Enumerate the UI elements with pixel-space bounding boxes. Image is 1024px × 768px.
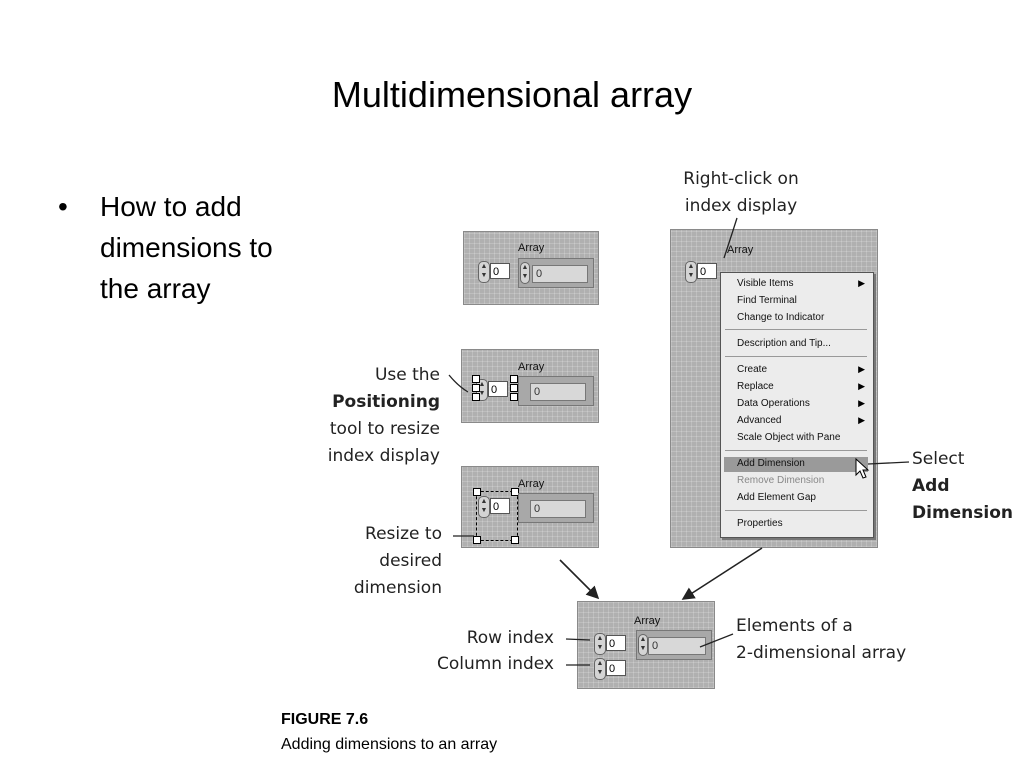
slide-title: Multidimensional array bbox=[331, 74, 693, 115]
array-panel-3: Array ▲▼ 0 0 bbox=[461, 466, 599, 548]
annotation-select-add-dimension: Select Add Dimension bbox=[912, 446, 1013, 527]
menu-separator bbox=[725, 510, 867, 511]
array-label: Array bbox=[518, 361, 545, 373]
menu-item-add-element-gap[interactable]: Add Element Gap bbox=[737, 492, 816, 503]
submenu-arrow-icon: ▶ bbox=[858, 381, 865, 391]
annotation-line: Positioning bbox=[332, 392, 440, 412]
array-element[interactable]: 0 bbox=[530, 500, 586, 518]
index-spinner[interactable]: ▲▼ bbox=[478, 261, 490, 283]
resize-handle[interactable] bbox=[510, 384, 518, 392]
annotation-row-index: Row index bbox=[466, 628, 554, 648]
column-index-spinner[interactable]: ▲▼ bbox=[594, 658, 606, 680]
annotation-line: Use the bbox=[374, 365, 440, 385]
leader-line bbox=[565, 638, 591, 641]
menu-highlight bbox=[724, 457, 868, 472]
index-display[interactable]: 0 bbox=[490, 498, 510, 514]
menu-item-description-and-tip[interactable]: Description and Tip... bbox=[737, 338, 831, 349]
menu-separator bbox=[725, 356, 867, 357]
selection-box bbox=[476, 491, 518, 541]
annotation-line: tool to resize bbox=[329, 419, 440, 439]
resize-handle[interactable] bbox=[472, 393, 480, 401]
resize-handle[interactable] bbox=[510, 393, 518, 401]
figure-caption: Adding dimensions to an array bbox=[281, 736, 498, 753]
index-spinner[interactable]: ▲▼ bbox=[478, 496, 490, 518]
array-label: Array bbox=[634, 615, 661, 627]
array-element[interactable]: 0 bbox=[530, 383, 586, 401]
menu-item-data-operations[interactable]: Data Operations bbox=[737, 398, 810, 409]
resize-handle[interactable] bbox=[511, 536, 519, 544]
resize-handle[interactable] bbox=[472, 384, 480, 392]
leader-line bbox=[867, 461, 910, 465]
index-spinner[interactable]: ▲▼ bbox=[685, 261, 697, 283]
menu-item-properties[interactable]: Properties bbox=[737, 518, 783, 529]
menu-item-remove-dimension: Remove Dimension bbox=[737, 475, 825, 486]
annotation-line: index display bbox=[684, 196, 798, 216]
submenu-arrow-icon: ▶ bbox=[858, 278, 865, 288]
menu-item-advanced[interactable]: Advanced bbox=[737, 415, 782, 426]
array-label: Array bbox=[518, 478, 545, 490]
resize-handle[interactable] bbox=[473, 536, 481, 544]
menu-item-scale-object-with-pane[interactable]: Scale Object with Pane bbox=[737, 432, 841, 443]
menu-item-replace[interactable]: Replace bbox=[737, 381, 774, 392]
leader-line bbox=[448, 374, 469, 393]
submenu-arrow-icon: ▶ bbox=[858, 398, 865, 408]
menu-item-change-to-indicator[interactable]: Change to Indicator bbox=[737, 312, 825, 323]
annotation-line: Add bbox=[912, 476, 950, 496]
element-spinner[interactable]: ▲▼ bbox=[638, 634, 648, 656]
resize-handle[interactable] bbox=[472, 375, 480, 383]
annotation-line: Resize to bbox=[365, 524, 442, 544]
flow-arrow bbox=[681, 547, 763, 600]
array-element[interactable]: 0 bbox=[532, 265, 588, 283]
annotation-resize: Resize to desired dimension bbox=[300, 521, 442, 602]
menu-item-visible-items[interactable]: Visible Items bbox=[737, 278, 794, 289]
context-menu: Visible Items ▶ Find Terminal Change to I… bbox=[720, 272, 874, 538]
annotation-line: Elements of a bbox=[736, 616, 853, 636]
annotation-line: 2-dimensional array bbox=[736, 643, 907, 663]
menu-separator bbox=[725, 329, 867, 330]
row-index-display[interactable]: 0 bbox=[606, 635, 626, 651]
submenu-arrow-icon: ▶ bbox=[858, 364, 865, 374]
mouse-pointer-icon bbox=[855, 458, 870, 479]
leader-line bbox=[723, 217, 738, 259]
index-display[interactable]: 0 bbox=[697, 263, 717, 279]
array-element[interactable]: 0 bbox=[648, 637, 706, 655]
flow-arrow bbox=[559, 559, 600, 600]
annotation-line: index display bbox=[327, 446, 440, 466]
bullet-dot: • bbox=[58, 191, 68, 222]
index-display[interactable]: 0 bbox=[488, 381, 508, 397]
column-index-display[interactable]: 0 bbox=[606, 660, 626, 676]
leader-line bbox=[699, 633, 734, 648]
submenu-arrow-icon: ▶ bbox=[858, 415, 865, 425]
array-panel-result: Array ▲▼ 0 ▲▼ 0 ▲▼ 0 bbox=[577, 601, 715, 689]
element-spinner[interactable]: ▲▼ bbox=[520, 262, 530, 284]
resize-handle[interactable] bbox=[511, 488, 519, 496]
menu-item-create[interactable]: Create bbox=[737, 364, 768, 375]
bullet-text: How to add dimensions to the array bbox=[100, 191, 273, 304]
row-index-spinner[interactable]: ▲▼ bbox=[594, 633, 606, 655]
annotation-line: desired bbox=[379, 551, 442, 571]
annotation-line: Select bbox=[912, 449, 965, 469]
menu-item-add-dimension[interactable]: Add Dimension bbox=[737, 458, 805, 469]
figure-number: FIGURE 7.6 bbox=[281, 711, 369, 728]
menu-separator bbox=[725, 450, 867, 451]
annotation-line: Right-click on bbox=[683, 169, 799, 189]
annotation-elements: Elements of a 2-dimensional array bbox=[736, 613, 906, 667]
annotation-column-index: Column index bbox=[436, 654, 554, 674]
annotation-line: dimension bbox=[353, 578, 442, 598]
array-label: Array bbox=[518, 242, 545, 254]
resize-handle[interactable] bbox=[473, 488, 481, 496]
annotation-right-click: Right-click on index display bbox=[676, 166, 806, 220]
index-display[interactable]: 0 bbox=[490, 263, 510, 279]
resize-handle[interactable] bbox=[510, 375, 518, 383]
annotation-positioning: Use the Positioning tool to resize index… bbox=[300, 362, 440, 470]
menu-item-find-terminal[interactable]: Find Terminal bbox=[737, 295, 797, 306]
annotation-line: Dimension bbox=[912, 503, 1014, 523]
array-label: Array bbox=[727, 244, 754, 256]
array-panel-2: Array ▲▼ 0 0 bbox=[461, 349, 599, 423]
array-panel-1: Array ▲▼ 0 ▲▼ 0 bbox=[463, 231, 599, 305]
